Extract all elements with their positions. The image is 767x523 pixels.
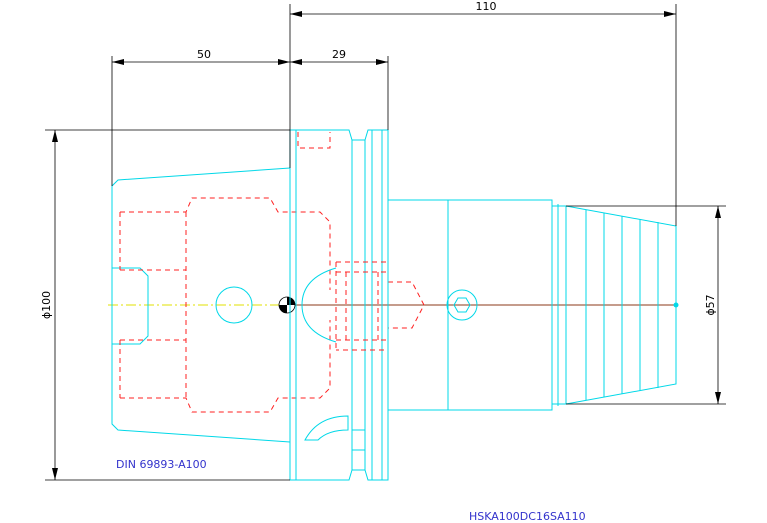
dim-flange-length: 29 — [332, 48, 346, 61]
dimension-lines — [45, 4, 726, 481]
dim-taper-length: 50 — [197, 48, 211, 61]
dim-nose-diameter: ϕ57 — [704, 294, 717, 315]
bore-hidden-lines — [301, 261, 425, 351]
flange-outline — [289, 129, 389, 481]
part-number-label: HSKA100DC16SA110 — [469, 510, 586, 523]
dim-flange-diameter: ϕ100 — [40, 291, 53, 319]
standard-note: DIN 69893-A100 — [116, 458, 207, 471]
body-outline — [387, 199, 677, 411]
dim-total-length: 110 — [476, 0, 497, 13]
taper-shank-outline — [111, 167, 291, 443]
center-axis — [108, 296, 679, 314]
